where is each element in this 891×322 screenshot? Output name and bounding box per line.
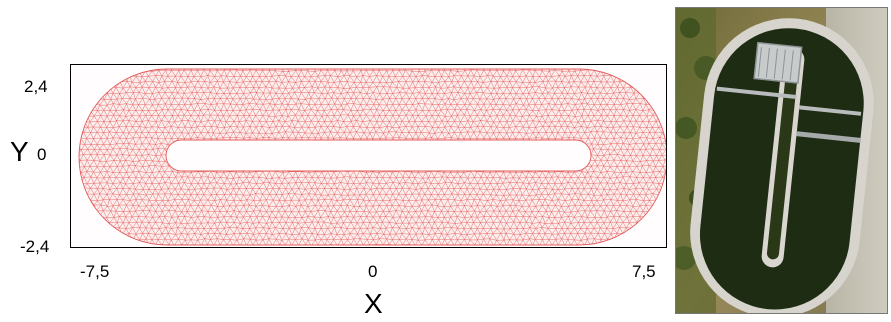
y-tick-bottom: -2,4 — [20, 237, 50, 256]
x-tick-left: -7,5 — [80, 262, 110, 281]
x-tick-zero: 0 — [368, 262, 378, 281]
x-axis-label: X — [364, 288, 383, 319]
y-tick-top: 2,4 — [24, 77, 48, 96]
raceway-photo — [675, 7, 888, 314]
mesh-plot — [70, 64, 667, 248]
y-axis-label: Y — [10, 136, 29, 167]
raceway-photo-image — [676, 8, 887, 313]
mesh-boundary — [78, 68, 666, 246]
mesh-svg — [78, 68, 666, 246]
x-tick-right: 7,5 — [632, 262, 656, 281]
y-tick-zero: 0 — [37, 145, 47, 164]
